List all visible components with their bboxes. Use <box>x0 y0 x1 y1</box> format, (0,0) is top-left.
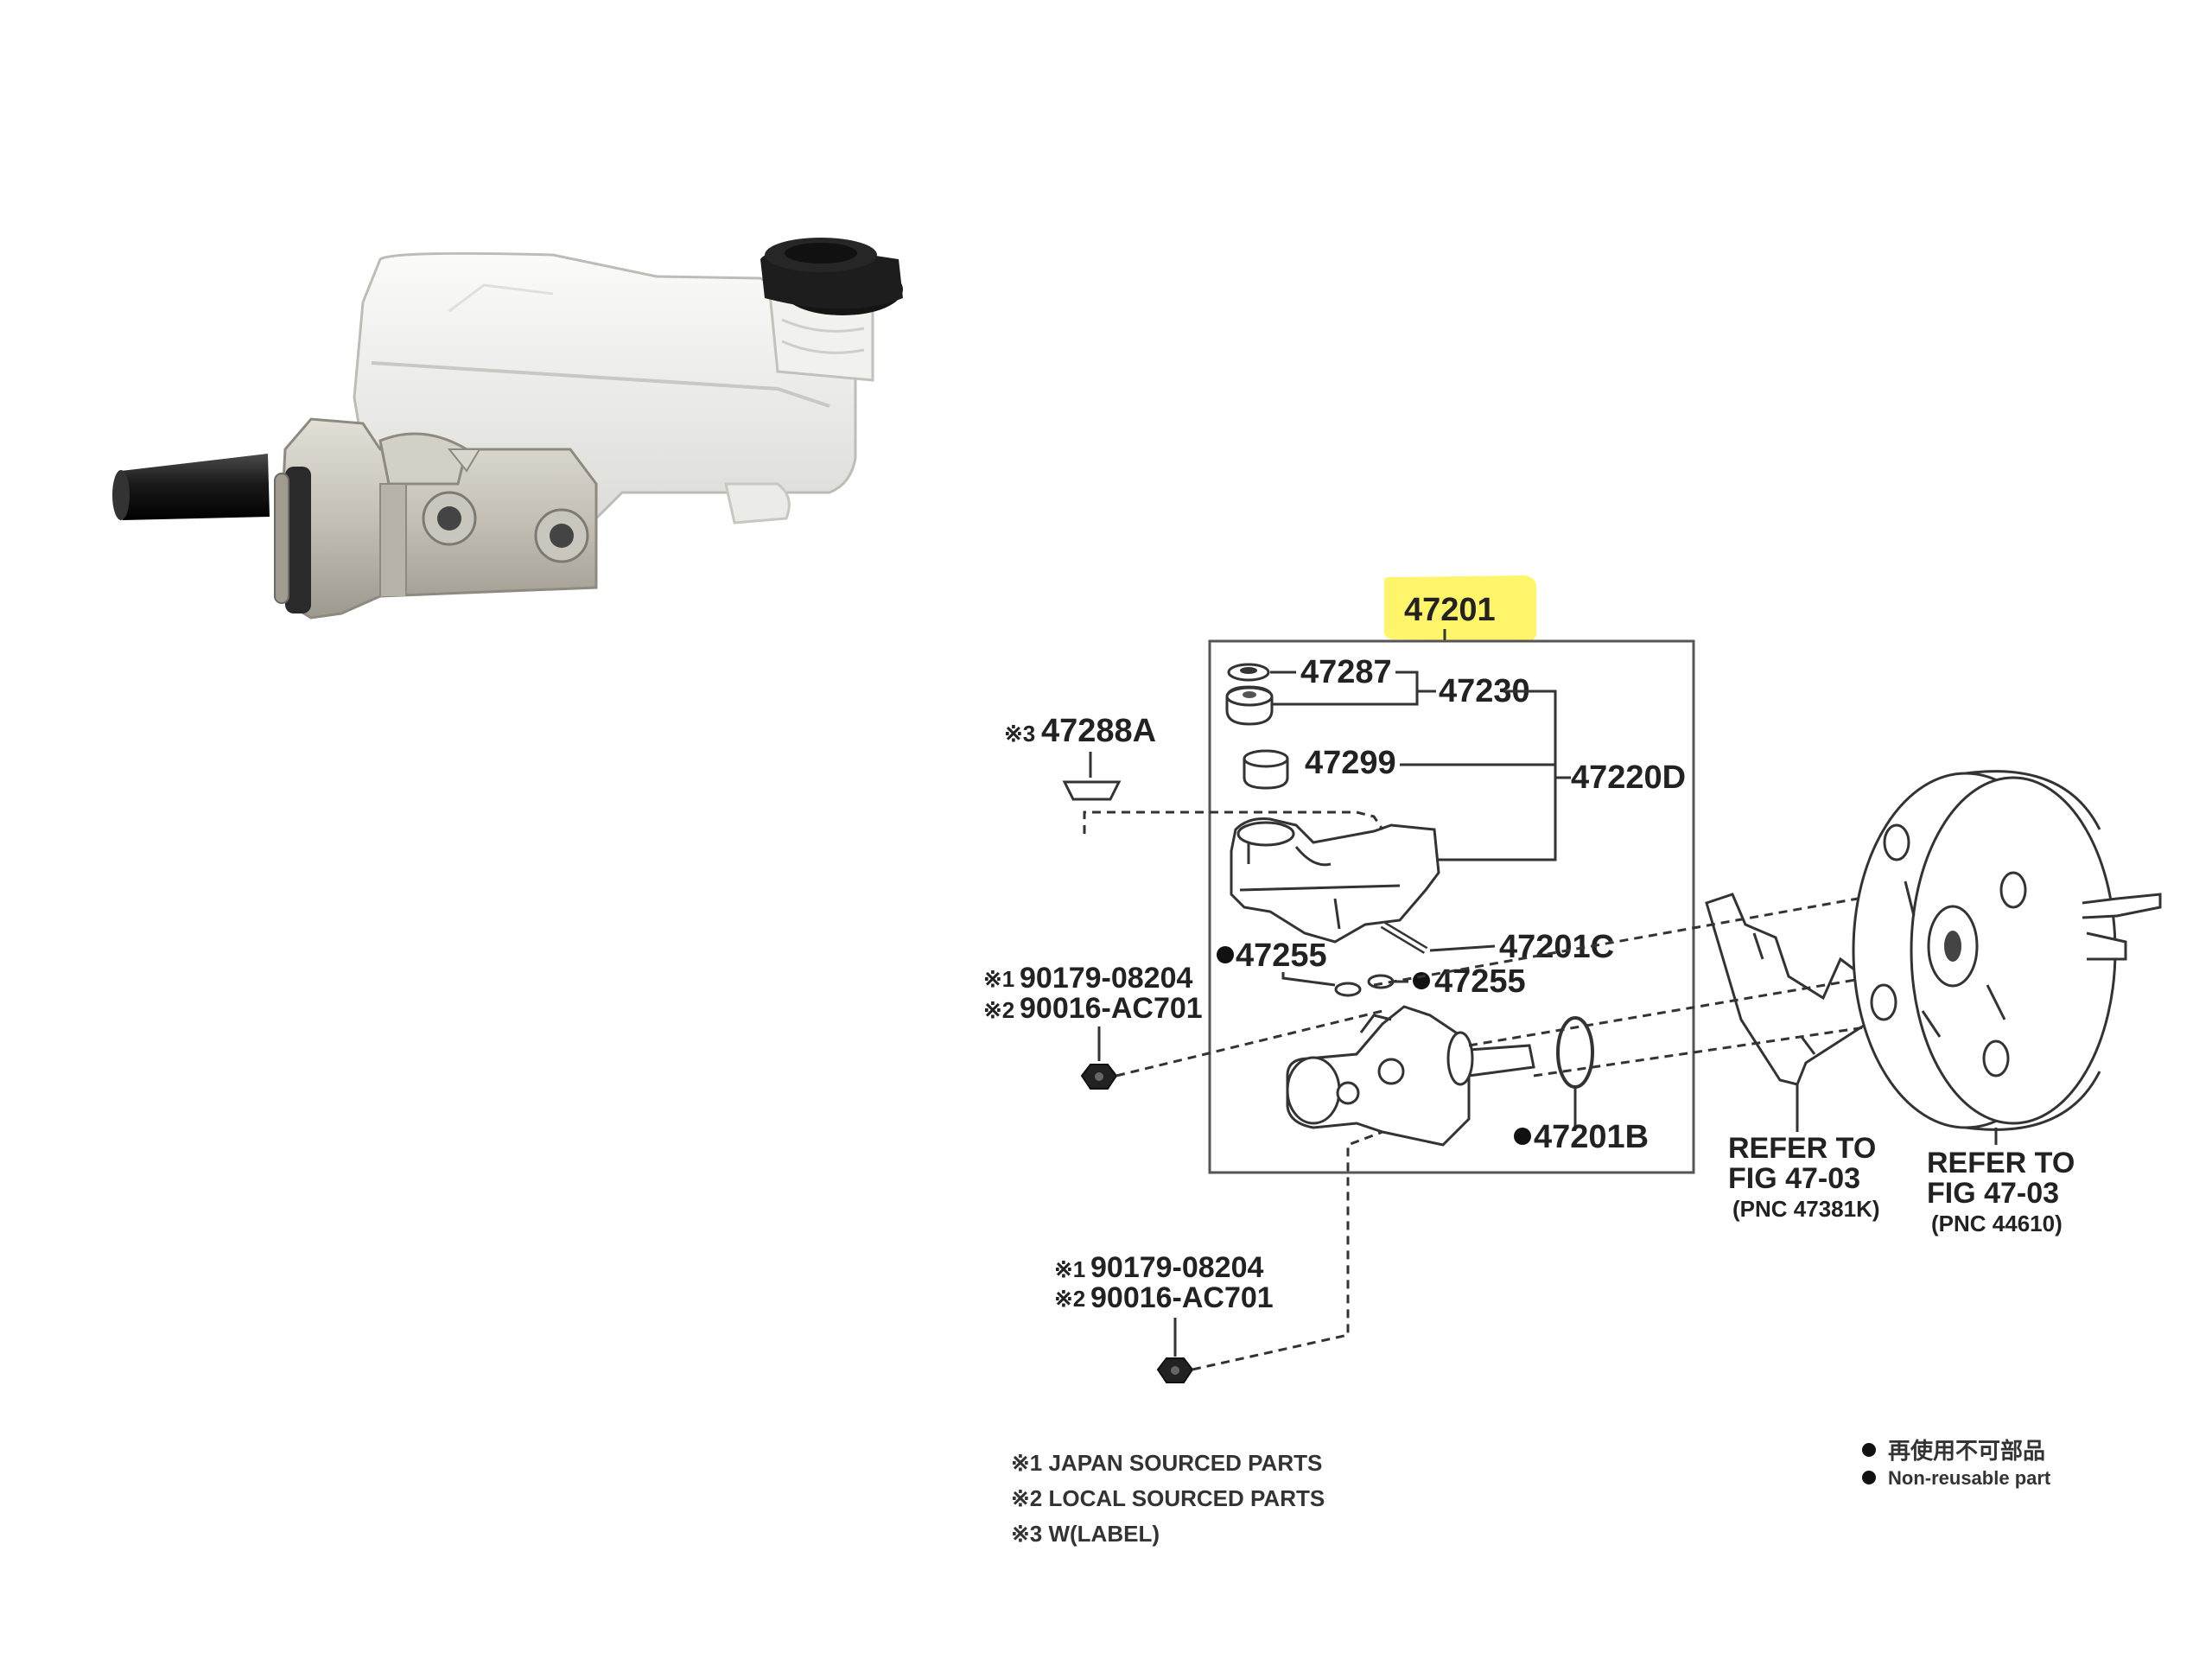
cylinder-body <box>274 417 598 620</box>
outlet-port-2 <box>534 508 589 563</box>
part-47201-cylinder-body <box>1286 1005 1535 1147</box>
non-reusable-dot <box>1217 946 1234 963</box>
assembly-frame <box>1208 639 1695 1174</box>
booster-bracket <box>1705 893 1868 1086</box>
label-47201B[interactable]: 47201B <box>1534 1119 1649 1155</box>
bolt-a-line2-mark: ※2 <box>983 997 1014 1023</box>
non-reusable-dot <box>1413 972 1430 989</box>
label-47220D[interactable]: 47220D <box>1571 760 1686 796</box>
part-47299-strainer <box>1243 749 1289 790</box>
legend-dot <box>1862 1443 1876 1457</box>
label-47255-right[interactable]: 47255 <box>1434 963 1526 1000</box>
part-47255-grommet-left <box>1334 982 1362 997</box>
assembly-number[interactable]: 47201 <box>1404 592 1496 628</box>
parts-diagram: 47201 47287 47230 47299 47220D <box>983 575 2162 1547</box>
bolt-a-part-2[interactable]: 90016-AC701 <box>1020 992 1203 1025</box>
refer-bracket-line3: (PNC 47381K) <box>1732 1196 1880 1222</box>
outlet-port-1 <box>422 491 477 546</box>
refer-booster-line1: REFER TO <box>1927 1147 2075 1179</box>
part-47230-cap <box>1225 685 1274 726</box>
non-reusable-dot <box>1514 1128 1531 1145</box>
bolt-a-nut <box>1080 1064 1118 1090</box>
refer-booster-line2[interactable]: FIG 47-03 <box>1927 1177 2059 1210</box>
bolt-b-part-2[interactable]: 90016-AC701 <box>1090 1281 1274 1314</box>
assembly-number-highlight <box>1383 575 1536 641</box>
reservoir-cap <box>760 238 903 315</box>
label-47255-left[interactable]: 47255 <box>1236 938 1327 974</box>
bolt-b-line1-mark: ※1 <box>1054 1256 1085 1282</box>
legend-english: Non-reusable part <box>1888 1467 2051 1489</box>
part-47220D-reservoir <box>1230 817 1440 944</box>
refer-bracket-line1: REFER TO <box>1728 1132 1876 1165</box>
pushrod <box>112 454 270 520</box>
legend-japanese: 再使用不可部品 <box>1888 1438 2045 1464</box>
note-japan-sourced: ※1 JAPAN SOURCED PARTS <box>1011 1450 1322 1476</box>
label-47201C[interactable]: 47201C <box>1499 929 1614 965</box>
note-local-sourced: ※2 LOCAL SOURCED PARTS <box>1011 1485 1325 1511</box>
part-47201C-pin <box>1380 921 1428 954</box>
bolt-a-part-1[interactable]: 90179-08204 <box>1020 962 1193 995</box>
label-47299[interactable]: 47299 <box>1305 745 1396 781</box>
label-47287[interactable]: 47287 <box>1300 654 1392 690</box>
refer-booster-line3: (PNC 44610) <box>1931 1211 2063 1236</box>
legend-dot <box>1862 1471 1876 1484</box>
bolt-b-nut <box>1156 1357 1194 1383</box>
refer-bracket-line2[interactable]: FIG 47-03 <box>1728 1162 1860 1195</box>
label-47288A-mark: ※3 <box>1004 721 1035 747</box>
bolt-b-part-1[interactable]: 90179-08204 <box>1090 1251 1264 1284</box>
master-cylinder-photo <box>112 238 903 620</box>
bolt-b-line2-mark: ※2 <box>1054 1286 1085 1312</box>
label-47288A[interactable]: 47288A <box>1041 713 1156 749</box>
brake-booster <box>1852 770 2162 1131</box>
part-47287-cap <box>1227 663 1270 682</box>
part-47288A-label-sticker <box>1062 780 1122 801</box>
bolt-a-line1-mark: ※1 <box>983 966 1014 992</box>
note-label: ※3 W(LABEL) <box>1011 1521 1160 1547</box>
